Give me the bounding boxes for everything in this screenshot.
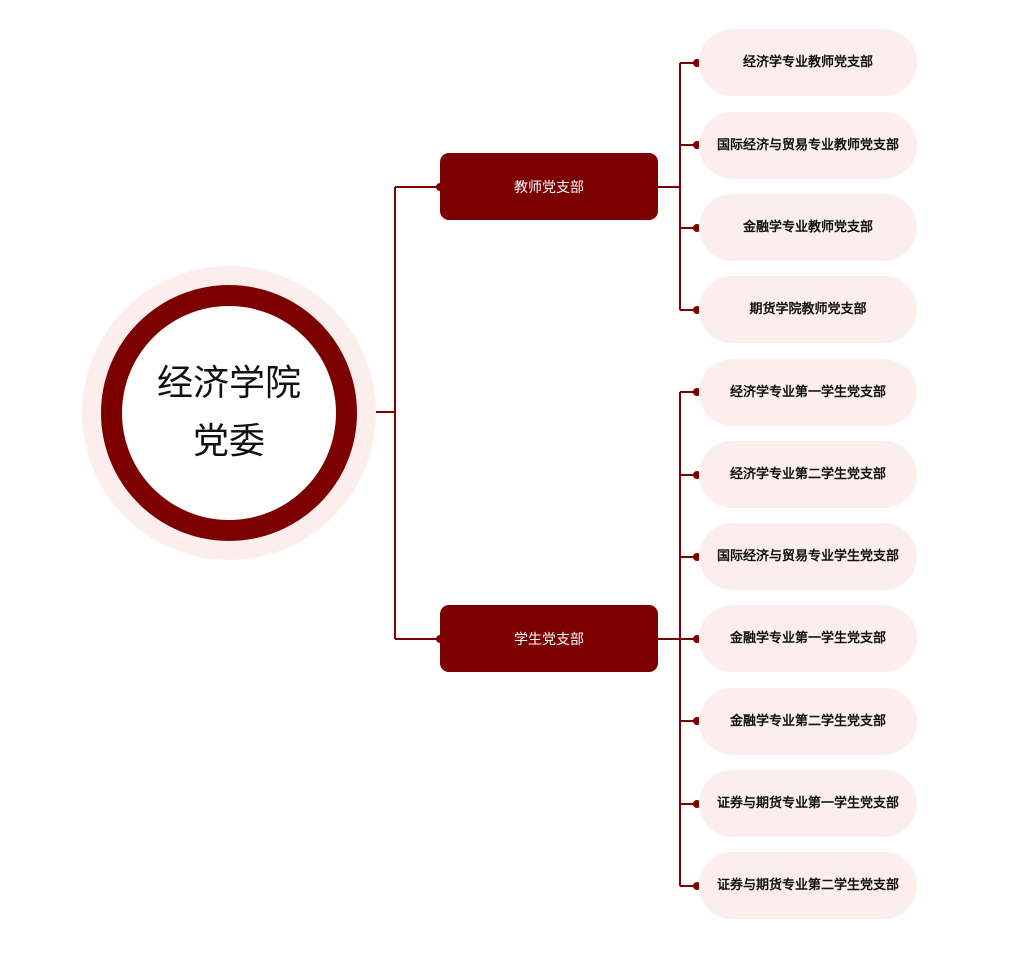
leaf-node-label: 金融学专业第二学生党支部 [729,713,886,729]
leaf-node-label: 国际经济与贸易专业教师党支部 [716,137,899,153]
branch-node-student[interactable]: 学生党支部 [440,605,658,672]
branch-node-label: 教师党支部 [514,179,584,196]
leaf-node-student-branch[interactable]: 金融学专业第一学生党支部 [699,605,917,672]
leaf-node-teacher-branch[interactable]: 经济学专业教师党支部 [699,29,917,96]
leaf-node-teacher-branch[interactable]: 金融学专业教师党支部 [699,194,917,261]
leaf-node-student-branch[interactable]: 经济学专业第二学生党支部 [699,441,917,508]
leaf-node-label: 证券与期货专业第二学生党支部 [716,877,899,893]
leaf-node-label: 经济学专业第一学生党支部 [729,384,886,400]
leaf-node-teacher-branch[interactable]: 期货学院教师党支部 [699,276,917,343]
leaf-node-label: 国际经济与贸易专业学生党支部 [716,548,899,564]
leaf-node-student-branch[interactable]: 证券与期货专业第一学生党支部 [699,770,917,837]
root-node-title: 经济学院党委 [156,363,301,462]
leaf-node-student-branch[interactable]: 金融学专业第二学生党支部 [699,688,917,755]
leaf-node-student-branch[interactable]: 经济学专业第一学生党支部 [699,359,917,426]
branch-node-label: 学生党支部 [514,631,584,648]
leaf-node-student-branch[interactable]: 证券与期货专业第二学生党支部 [699,852,917,919]
leaf-node-label: 金融学专业教师党支部 [742,219,873,235]
leaf-node-student-branch[interactable]: 国际经济与贸易专业学生党支部 [699,523,917,590]
leaf-node-label: 金融学专业第一学生党支部 [729,630,886,646]
leaf-node-label: 证券与期货专业第一学生党支部 [716,795,899,811]
leaf-node-teacher-branch[interactable]: 国际经济与贸易专业教师党支部 [699,112,917,179]
leaf-node-label: 经济学专业第二学生党支部 [729,466,886,482]
leaf-node-label: 经济学专业教师党支部 [742,54,873,70]
leaf-node-label: 期货学院教师党支部 [749,301,867,317]
branch-node-teacher[interactable]: 教师党支部 [440,153,658,220]
root-node[interactable]: 经济学院党委 [122,306,336,520]
